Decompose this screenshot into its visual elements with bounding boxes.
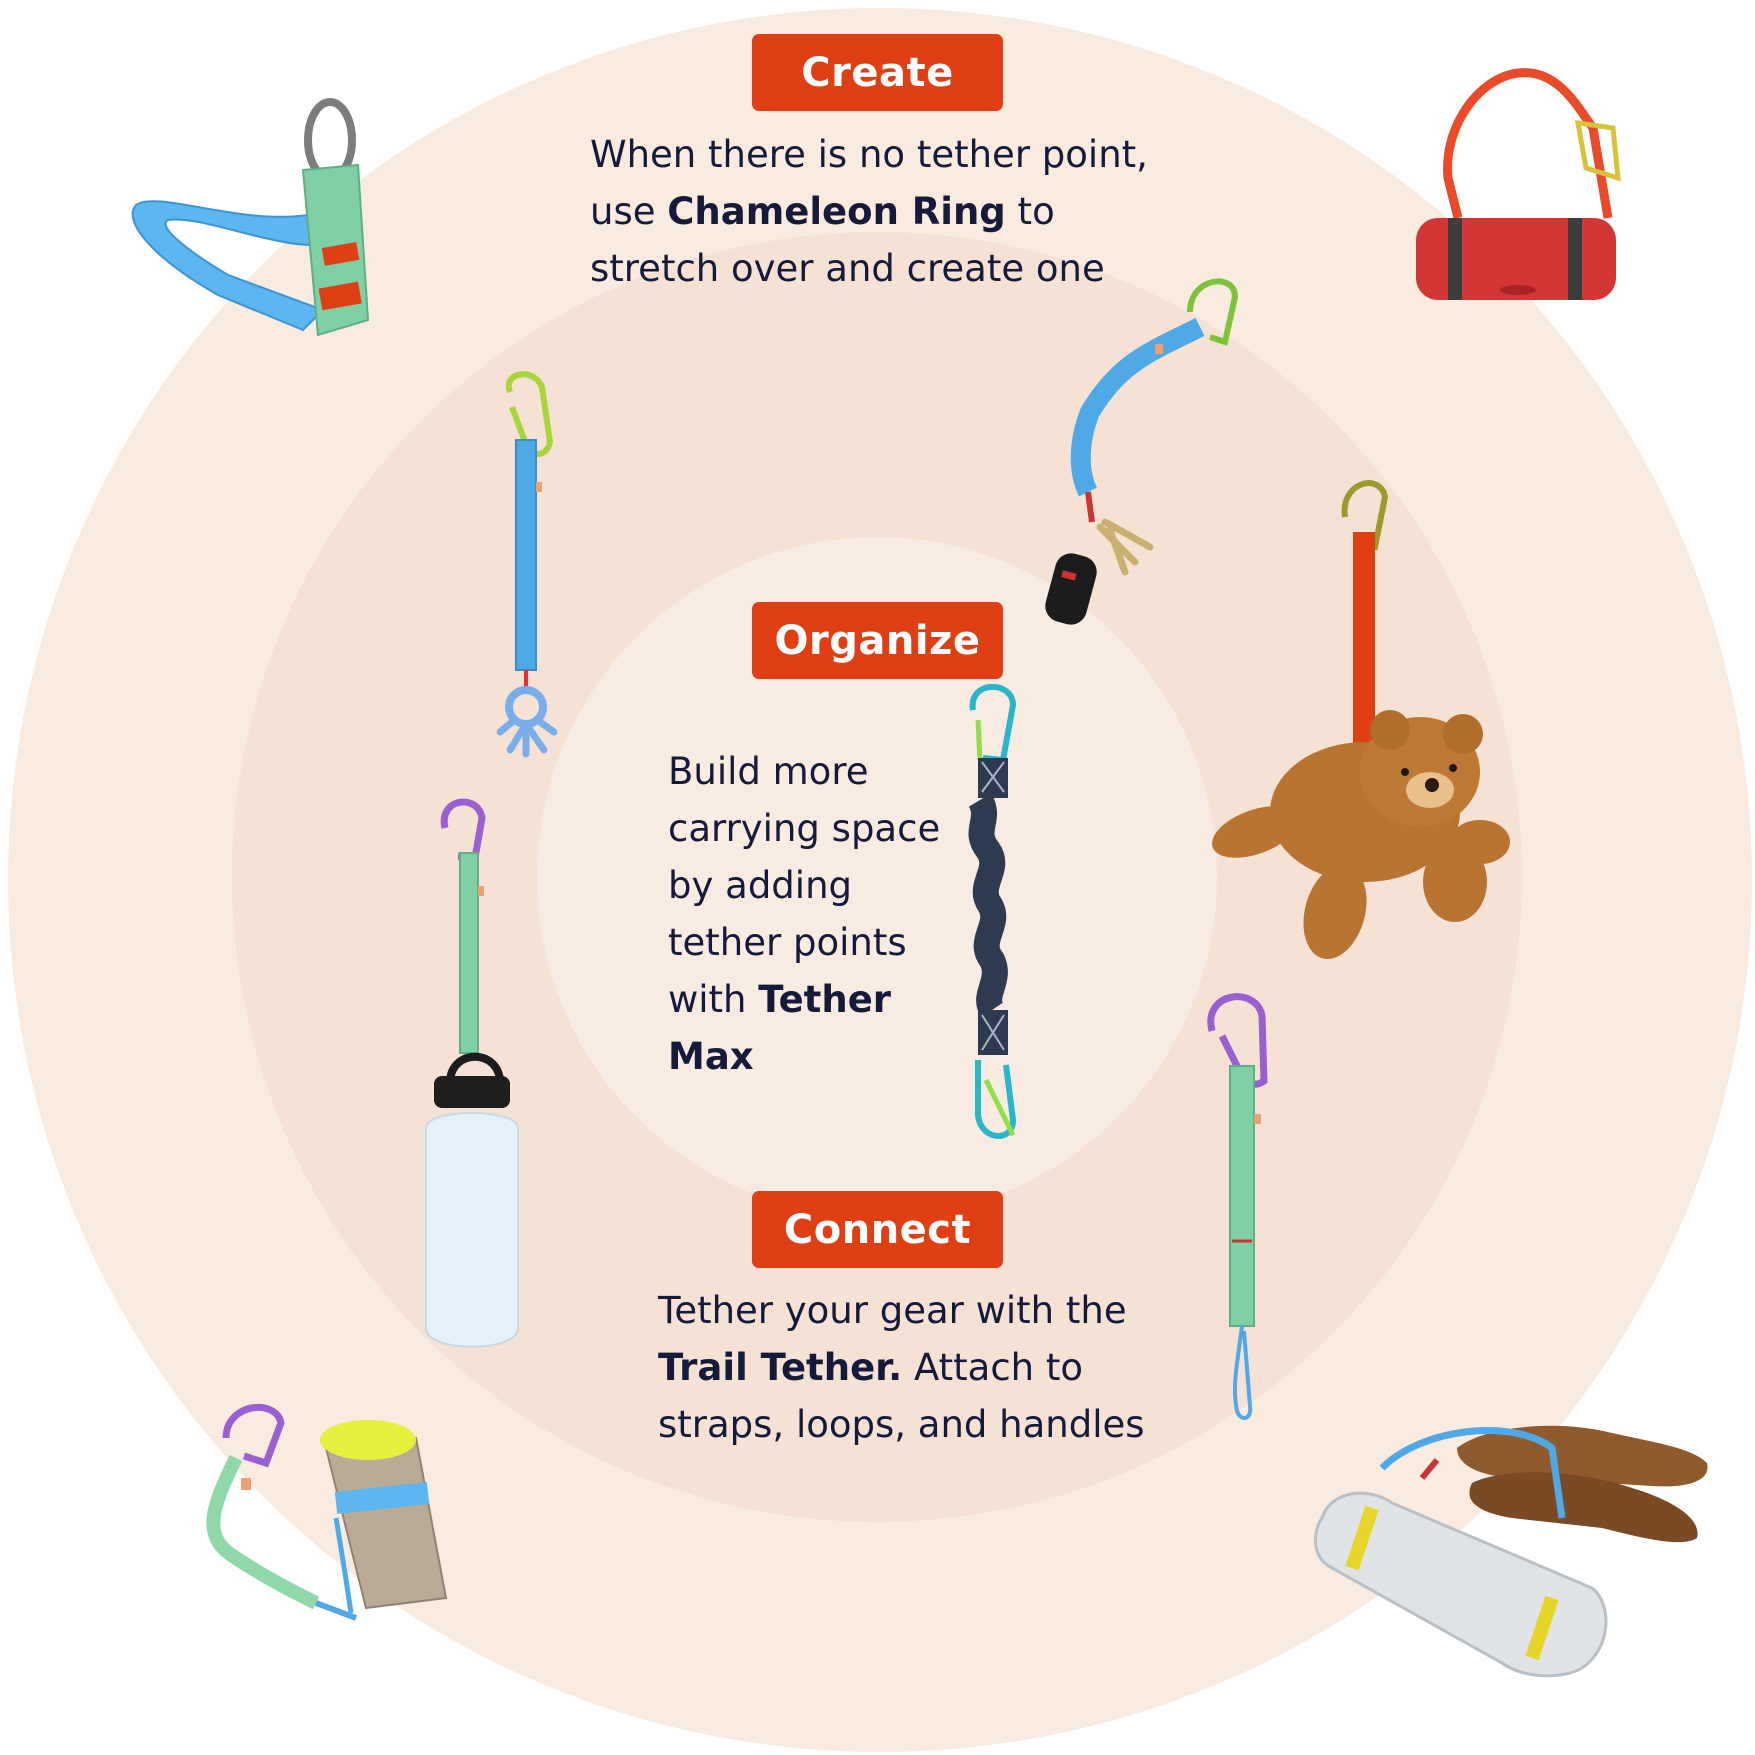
create-line-1: When there is no tether point, (590, 133, 1148, 176)
connect-description: Tether your gear with the Trail Tether. … (658, 1282, 1218, 1453)
teddy-bear-tether-icon (1212, 480, 1510, 960)
organize-line-1: Build more (668, 750, 869, 793)
tether-max-name-1: Tether (758, 978, 892, 1021)
chameleon-ring-icon (131, 98, 370, 337)
organize-line-6: Max (668, 1028, 988, 1085)
keys-tether-icon (1045, 278, 1239, 625)
organize-badge: Organize (752, 602, 1003, 679)
organize-line-4: tether points (668, 921, 907, 964)
create-line-3: stretch over and create one (590, 247, 1105, 290)
create-line-2-post: to (1005, 190, 1055, 233)
create-line-2: use Chameleon Ring to (590, 183, 1210, 240)
organize-description: Build more carrying space by adding teth… (668, 743, 988, 1085)
organize-line-5-pre: with (668, 978, 759, 1021)
water-bottle-tether-icon (425, 798, 519, 1348)
tether-max-icon (968, 683, 1017, 1139)
connect-badge: Connect (752, 1191, 1003, 1268)
create-description: When there is no tether point, use Chame… (590, 126, 1210, 297)
organize-line-3: by adding (668, 864, 853, 907)
connect-line-3: straps, loops, and handles (658, 1403, 1145, 1446)
chameleon-ring-name: Chameleon Ring (667, 190, 1006, 233)
trail-tether-name: Trail Tether. (658, 1346, 903, 1389)
green-trail-tether-icon (1207, 993, 1268, 1420)
connect-line-2-post: Attach to (902, 1346, 1084, 1389)
connect-line-2: Trail Tether. Attach to (658, 1339, 1218, 1396)
organize-line-2: carrying space (668, 807, 941, 850)
tether-max-name-2: Max (668, 1035, 754, 1078)
speaker-bag-icon (1416, 68, 1621, 300)
create-badge: Create (752, 34, 1003, 111)
organize-line-5: with Tether (668, 971, 988, 1028)
create-line-2-pre: use (590, 190, 668, 233)
connect-line-1: Tether your gear with the (658, 1289, 1127, 1332)
pacifier-tether-icon (496, 371, 558, 758)
shoes-mat-tether-icon (1313, 1425, 1708, 1678)
tumbler-tether-icon (206, 1404, 448, 1621)
